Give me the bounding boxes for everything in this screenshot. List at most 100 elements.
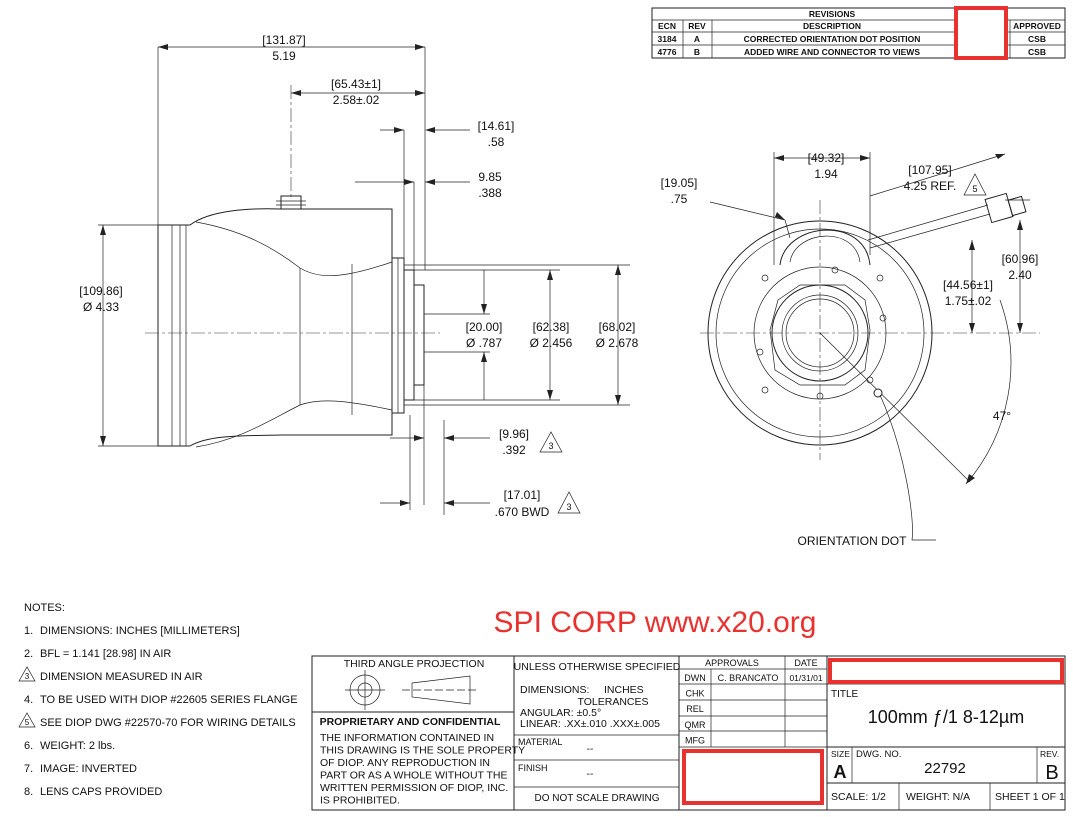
proprietary-title: PROPRIETARY AND CONFIDENTIAL bbox=[320, 716, 501, 728]
dim-bore-diameter-mm: [20.00] bbox=[466, 320, 503, 334]
proprietary-line: IS PROHIBITED. bbox=[320, 795, 400, 807]
rev-header-approved: APPROVED bbox=[1013, 21, 1061, 31]
title-block: THIRD ANGLE PROJECTION PROPRIETARY AND C… bbox=[311, 655, 1066, 811]
dim-flange-diameter-mm: [68.02] bbox=[599, 320, 636, 334]
rev-row-rev: B bbox=[694, 47, 700, 57]
dim-edge-offset-mm: [19.05] bbox=[661, 176, 698, 190]
rev-row-description: ADDED WIRE AND CONNECTOR TO VIEWS bbox=[744, 47, 920, 57]
material-value: -- bbox=[587, 744, 594, 755]
unless-specified: UNLESS OTHERWISE SPECIFIED bbox=[514, 661, 681, 673]
material-label: MATERIAL bbox=[518, 737, 562, 747]
finish-label: FINISH bbox=[518, 763, 548, 773]
do-not-scale: DO NOT SCALE DRAWING bbox=[534, 793, 659, 804]
revisions-table: REVISIONS ECN REV DESCRIPTION APPROVED 3… bbox=[651, 6, 1066, 60]
note-text: WEIGHT: 2 lbs. bbox=[40, 740, 115, 752]
dim-connector-width-in: 1.94 bbox=[814, 167, 838, 181]
proprietary-line: OF DIOP. ANY REPRODUCTION IN bbox=[320, 757, 490, 769]
title-label: TITLE bbox=[831, 689, 859, 700]
redaction-box bbox=[954, 6, 1008, 60]
scale-value: SCALE: 1/2 bbox=[831, 791, 886, 803]
approval-role: MFG bbox=[685, 735, 705, 745]
dim-dot-angle: 47° bbox=[993, 409, 1011, 423]
orientation-dot-label: ORIENTATION DOT bbox=[798, 534, 908, 548]
note-triangle-number: 5 bbox=[972, 184, 977, 194]
dim-center-height-mm: [44.56±1] bbox=[943, 278, 993, 292]
dim-stem-offset-in: 2.58±.02 bbox=[333, 93, 380, 107]
finish-value: -- bbox=[587, 769, 594, 780]
note-number: 4. bbox=[24, 694, 33, 706]
dim-mount-diameter-mm: [62.38] bbox=[533, 320, 570, 334]
proprietary-line: PART OR AS A WHOLE WITHOUT THE bbox=[320, 770, 507, 782]
note-triangle bbox=[18, 666, 36, 682]
tolerances-label: TOLERANCES bbox=[578, 696, 649, 708]
dim-overall-length-in: 5.19 bbox=[272, 49, 296, 63]
rev-row-approved: CSB bbox=[1028, 34, 1046, 44]
note-triangle bbox=[539, 431, 563, 453]
note-number: 5 bbox=[25, 718, 30, 727]
note-text: BFL = 1.141 [28.98] IN AIR bbox=[40, 648, 171, 660]
note-number: 6. bbox=[24, 740, 33, 752]
projection-label: THIRD ANGLE PROJECTION bbox=[344, 658, 485, 670]
dim-mount-diameter-in: Ø 2.456 bbox=[530, 336, 573, 350]
dim-stem-offset-mm: [65.43±1] bbox=[331, 77, 381, 91]
dim-cable-ref-mm: [107.95] bbox=[908, 163, 951, 177]
rev-header-ecn: ECN bbox=[658, 21, 676, 31]
approval-name: C. BRANCATO bbox=[718, 673, 779, 683]
note-text: SEE DIOP DWG #22570-70 FOR WIRING DETAIL… bbox=[40, 717, 296, 729]
redaction-box bbox=[682, 749, 824, 805]
proprietary-line: THIS DRAWING IS THE SOLE PROPERTY bbox=[320, 745, 525, 757]
dim-overall-length-mm: [131.87] bbox=[262, 33, 305, 47]
side-view: [131.87] 5.19 [65.43±1] 2.58±.02 [14.61]… bbox=[79, 33, 638, 519]
rev-row-ecn: 3184 bbox=[658, 34, 677, 44]
size-label: SIZE bbox=[831, 749, 850, 759]
approval-date: 01/31/01 bbox=[789, 673, 822, 683]
note-triangle bbox=[557, 491, 581, 514]
projection-symbol-icon bbox=[345, 670, 478, 710]
drawing-title: 100mm ƒ/1 8-12µm bbox=[868, 707, 1024, 727]
dim-bwd-in: .670 BWD bbox=[495, 505, 550, 519]
note-text: LENS CAPS PROVIDED bbox=[40, 786, 162, 798]
dim-cable-height-mm: [60.96] bbox=[1002, 252, 1039, 266]
rev-header-description: DESCRIPTION bbox=[803, 21, 861, 31]
dimensions-label: DIMENSIONS: bbox=[520, 684, 589, 696]
angular-tolerance: ANGULAR: ±0.5° bbox=[520, 707, 601, 719]
dwg-no-value: 22792 bbox=[924, 760, 966, 777]
dim-flange-step-in: .388 bbox=[478, 186, 502, 200]
notes-block: NOTES: 1.DIMENSIONS: INCHES [MILLIMETERS… bbox=[18, 602, 298, 798]
approval-role: CHK bbox=[685, 689, 704, 699]
note-number: 3 bbox=[25, 672, 30, 681]
note-triangle-number: 3 bbox=[548, 441, 553, 451]
rev-label: REV. bbox=[1040, 749, 1059, 759]
dim-cable-height-in: 2.40 bbox=[1008, 268, 1032, 282]
dim-center-height-in: 1.75±.02 bbox=[945, 294, 992, 308]
date-header: DATE bbox=[794, 658, 817, 668]
dim-flange-step-mm: 9.85 bbox=[478, 170, 502, 184]
note-text: IMAGE: INVERTED bbox=[40, 763, 137, 775]
approval-role: QMR bbox=[685, 720, 706, 730]
note-number: 8. bbox=[24, 786, 33, 798]
dim-flange-thickness-in: .58 bbox=[488, 135, 505, 149]
rev-row-rev: A bbox=[694, 34, 700, 44]
note-number: 7. bbox=[24, 763, 33, 775]
approvals-header: APPROVALS bbox=[705, 658, 759, 668]
revisions-title: REVISIONS bbox=[809, 9, 856, 19]
rev-row-ecn: 4776 bbox=[658, 47, 677, 57]
dim-flange-thickness-mm: [14.61] bbox=[478, 119, 515, 133]
note-triangle-number: 3 bbox=[566, 502, 571, 512]
linear-tolerance: LINEAR: .XX±.010 .XXX±.005 bbox=[520, 718, 660, 730]
proprietary-line: THE INFORMATION CONTAINED IN bbox=[320, 732, 494, 744]
dim-rear-offset-in: .392 bbox=[502, 443, 526, 457]
dim-flange-diameter-in: Ø 2.678 bbox=[596, 336, 639, 350]
dim-bore-diameter-in: Ø .787 bbox=[466, 336, 502, 350]
sheet-value: SHEET 1 OF 1 bbox=[995, 791, 1065, 803]
note-number: 1. bbox=[24, 625, 33, 637]
dim-edge-offset-in: .75 bbox=[671, 192, 688, 206]
note-text: DIMENSIONS: INCHES [MILLIMETERS] bbox=[40, 625, 240, 637]
dim-outer-diameter-in: Ø 4.33 bbox=[83, 300, 119, 314]
redaction-box bbox=[828, 658, 1064, 684]
rev-row-description: CORRECTED ORIENTATION DOT POSITION bbox=[744, 34, 921, 44]
weight-value: WEIGHT: N/A bbox=[906, 791, 970, 803]
dimensions-value: INCHES bbox=[604, 684, 644, 696]
